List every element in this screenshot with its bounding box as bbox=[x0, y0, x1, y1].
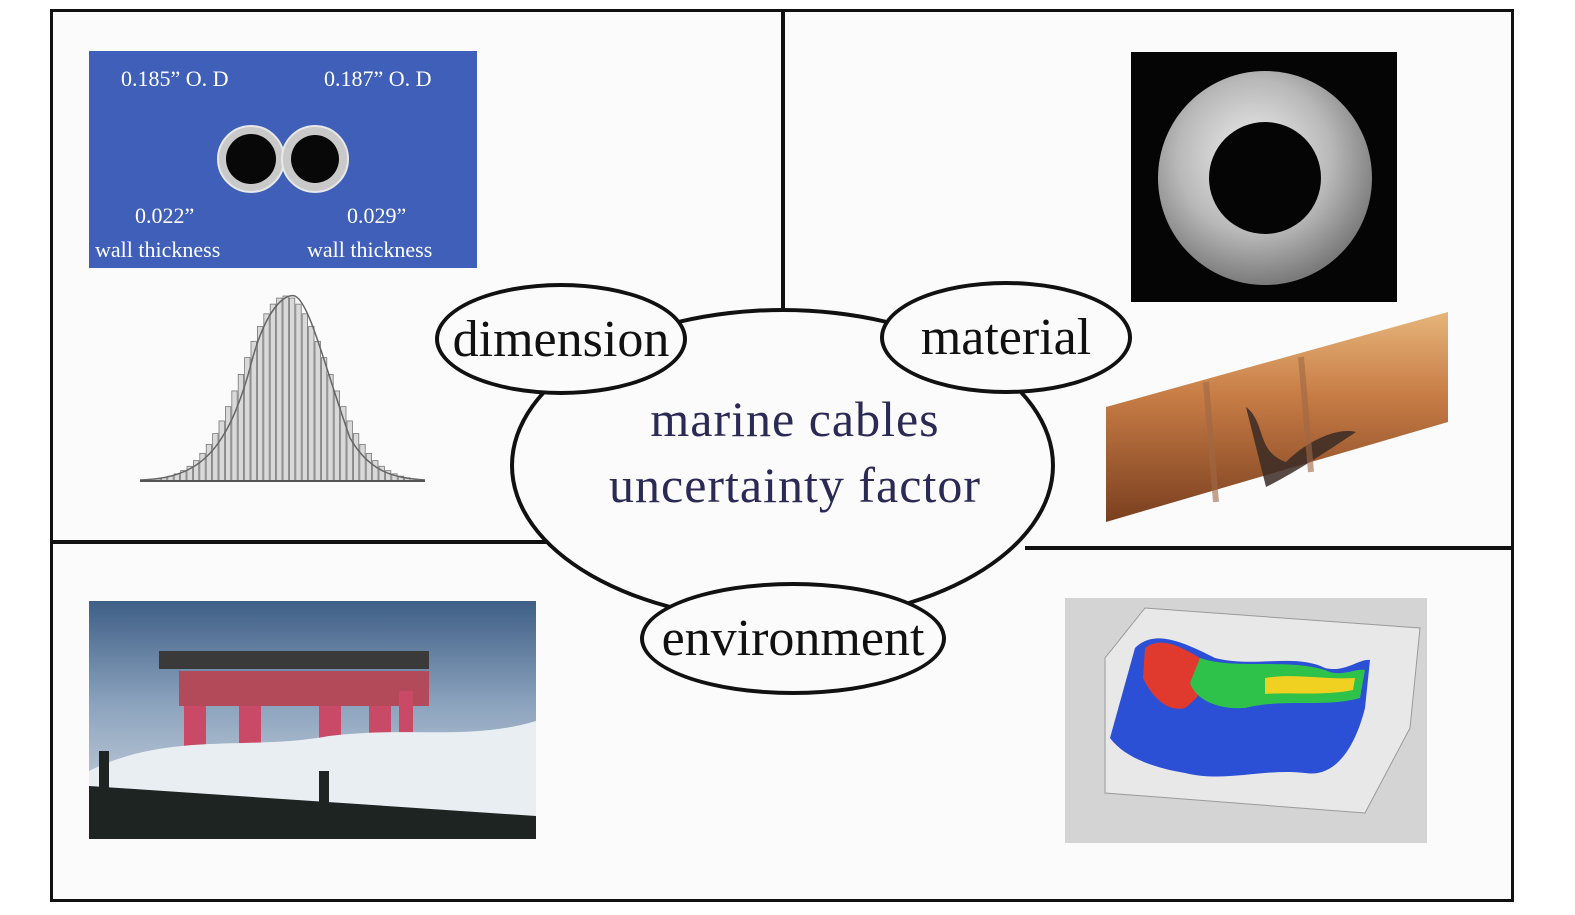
histogram-bar bbox=[327, 373, 334, 482]
histogram-bar bbox=[308, 326, 315, 482]
histogram-bar bbox=[372, 460, 379, 482]
factor-dimension-label: dimension bbox=[452, 310, 670, 368]
od-left-label: 0.185” O. D bbox=[121, 66, 229, 91]
factor-material: material bbox=[880, 281, 1132, 394]
distribution-histogram bbox=[139, 294, 426, 482]
factor-dimension: dimension bbox=[435, 283, 687, 395]
histogram-bar bbox=[301, 313, 308, 482]
histogram-bar bbox=[276, 297, 283, 482]
center-title-line1: marine cables bbox=[650, 391, 940, 447]
tube-cross-sections bbox=[217, 125, 349, 193]
divider-right-horizontal bbox=[1025, 546, 1514, 550]
histogram-bar bbox=[212, 433, 219, 482]
divider-left-horizontal bbox=[50, 540, 550, 544]
histogram-bar bbox=[199, 452, 206, 482]
cable-ring-photo bbox=[1131, 52, 1397, 302]
factor-material-label: material bbox=[920, 309, 1092, 366]
histogram-bar bbox=[295, 303, 302, 482]
wall-left-label: wall thickness bbox=[95, 237, 221, 262]
wall-right-label: wall thickness bbox=[307, 237, 433, 262]
factor-environment-label: environment bbox=[661, 610, 925, 667]
histogram-bar bbox=[282, 295, 289, 482]
histogram-bar bbox=[359, 443, 366, 482]
histogram-bar bbox=[288, 297, 296, 482]
histogram-bar bbox=[320, 357, 328, 482]
histogram-bar bbox=[225, 406, 232, 482]
divider-vertical bbox=[781, 9, 785, 309]
corrosion-surface-plot bbox=[1065, 598, 1427, 843]
center-title-line2: uncertainty factor bbox=[609, 457, 981, 513]
tube-dimension-photo: 0.185” O. D 0.187” O. D 0.022” wall thic… bbox=[89, 51, 477, 268]
wall-left-value: 0.022” bbox=[135, 203, 195, 228]
histogram-bar bbox=[231, 390, 238, 482]
wall-right-value: 0.029” bbox=[347, 203, 407, 228]
histogram-bar bbox=[269, 303, 276, 482]
histogram-bar bbox=[205, 443, 212, 482]
histogram-bar bbox=[365, 452, 372, 482]
offshore-platform-photo bbox=[89, 601, 536, 839]
histogram-bar bbox=[263, 313, 270, 482]
histogram-bar bbox=[352, 433, 360, 482]
factor-environment: environment bbox=[640, 582, 946, 695]
histogram-bar bbox=[314, 340, 321, 482]
corroded-pipe-photo bbox=[1106, 312, 1448, 522]
histogram-bar bbox=[218, 420, 225, 482]
histogram-bar bbox=[257, 326, 264, 482]
od-right-label: 0.187” O. D bbox=[324, 66, 432, 91]
